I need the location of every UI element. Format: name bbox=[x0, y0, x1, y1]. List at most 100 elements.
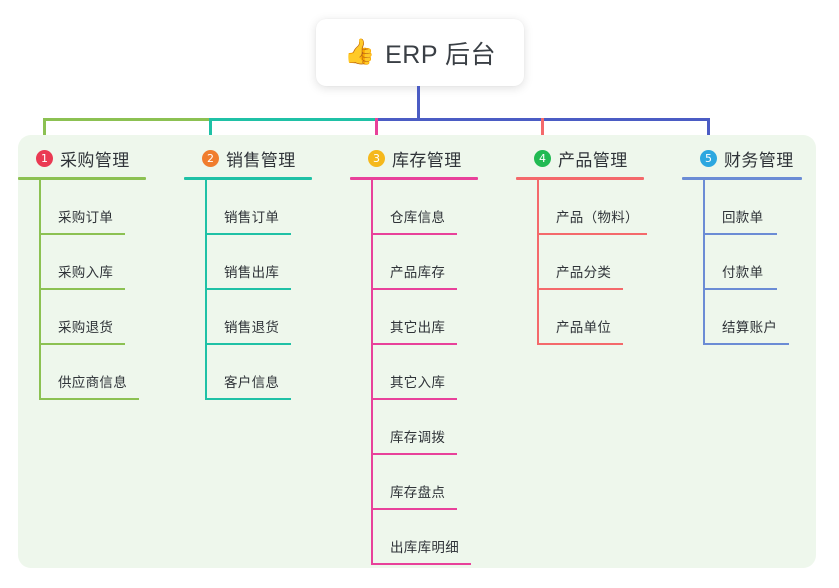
sub-item-label: 产品分类 bbox=[556, 265, 612, 280]
sub-item-underline bbox=[371, 233, 457, 235]
branch-header-2[interactable]: 2 销售管理 bbox=[184, 145, 312, 171]
sub-item[interactable]: 销售退货 bbox=[184, 290, 312, 345]
branch-title-4: 产品管理 bbox=[558, 150, 628, 170]
sub-item-label: 库存盘点 bbox=[390, 485, 446, 500]
sub-item[interactable]: 回款单 bbox=[682, 180, 802, 235]
sub-item-label: 产品单位 bbox=[556, 320, 612, 335]
sub-item-label: 库存调拨 bbox=[390, 430, 446, 445]
sub-item-label: 客户信息 bbox=[224, 375, 280, 390]
sub-item[interactable]: 销售出库 bbox=[184, 235, 312, 290]
sub-item-underline bbox=[371, 563, 471, 565]
branch-header-1[interactable]: 1 采购管理 bbox=[18, 145, 146, 171]
sub-item-list-3: 仓库信息产品库存其它出库其它入库库存调拨库存盘点出库库明细 bbox=[350, 180, 478, 565]
sub-item-label: 销售订单 bbox=[224, 210, 280, 225]
bus-segment-1 bbox=[43, 118, 211, 121]
branch-column-1[interactable]: 1 采购管理采购订单采购入库采购退货供应商信息 bbox=[18, 145, 146, 400]
branch-badge-5: 5 bbox=[700, 149, 717, 167]
branch-badge-3: 3 bbox=[368, 149, 385, 167]
sub-item[interactable]: 付款单 bbox=[682, 235, 802, 290]
sub-item-underline bbox=[39, 288, 125, 290]
root-node[interactable]: 👍 ERP 后台 bbox=[316, 19, 524, 86]
branch-title-2: 销售管理 bbox=[226, 150, 296, 170]
branch-column-2[interactable]: 2 销售管理销售订单销售出库销售退货客户信息 bbox=[184, 145, 312, 400]
branch-header-4[interactable]: 4 产品管理 bbox=[516, 145, 644, 171]
sub-item-label: 产品（物料） bbox=[556, 210, 639, 225]
branch-underline-5 bbox=[682, 177, 802, 180]
sub-item-label: 产品库存 bbox=[390, 265, 446, 280]
sub-item[interactable]: 库存调拨 bbox=[350, 400, 478, 455]
trunk-connector bbox=[417, 86, 420, 121]
branch-column-5[interactable]: 5 财务管理回款单付款单结算账户 bbox=[682, 145, 802, 345]
sub-item[interactable]: 产品（物料） bbox=[516, 180, 647, 235]
sub-item-underline bbox=[39, 343, 125, 345]
bus-segment-2 bbox=[209, 118, 377, 121]
sub-item-label: 采购退货 bbox=[58, 320, 114, 335]
sub-item-underline bbox=[205, 398, 291, 400]
branch-badge-2: 2 bbox=[202, 149, 219, 167]
sub-item-underline bbox=[371, 453, 457, 455]
sub-item-underline bbox=[371, 398, 457, 400]
branch-title-1: 采购管理 bbox=[60, 150, 130, 170]
sub-item[interactable]: 仓库信息 bbox=[350, 180, 478, 235]
sub-item-underline bbox=[537, 343, 623, 345]
sub-item-list-1: 采购订单采购入库采购退货供应商信息 bbox=[18, 180, 146, 400]
sub-item-underline bbox=[703, 343, 789, 345]
sub-item-label: 仓库信息 bbox=[390, 210, 446, 225]
sub-item-underline bbox=[703, 288, 777, 290]
sub-item-list-4: 产品（物料） 产品分类产品单位 bbox=[516, 180, 647, 345]
sub-item-label: 销售出库 bbox=[224, 265, 280, 280]
sub-item-underline bbox=[371, 288, 457, 290]
sub-item-underline bbox=[39, 233, 125, 235]
sub-item-label: 回款单 bbox=[722, 210, 764, 225]
sub-item-underline bbox=[537, 233, 647, 235]
sub-item-underline bbox=[39, 398, 139, 400]
sub-item-label: 销售退货 bbox=[224, 320, 280, 335]
root-title: ERP 后台 bbox=[385, 40, 497, 69]
sub-item-label: 采购入库 bbox=[58, 265, 114, 280]
sub-item-underline bbox=[371, 343, 457, 345]
branch-title-3: 库存管理 bbox=[392, 150, 462, 170]
branch-underline-1 bbox=[18, 177, 146, 180]
branch-spine-1 bbox=[39, 180, 41, 400]
branch-header-5[interactable]: 5 财务管理 bbox=[682, 145, 802, 171]
branch-column-4[interactable]: 4 产品管理产品（物料） 产品分类产品单位 bbox=[516, 145, 647, 345]
sub-item[interactable]: 产品库存 bbox=[350, 235, 478, 290]
sub-item-underline bbox=[205, 233, 291, 235]
sub-item[interactable]: 结算账户 bbox=[682, 290, 802, 345]
sub-item-underline bbox=[537, 288, 623, 290]
branch-header-3[interactable]: 3 库存管理 bbox=[350, 145, 478, 171]
sub-item-label: 其它出库 bbox=[390, 320, 446, 335]
sub-item-label: 出库库明细 bbox=[390, 540, 459, 555]
branches-panel bbox=[18, 135, 816, 568]
sub-item-list-2: 销售订单销售出库销售退货客户信息 bbox=[184, 180, 312, 400]
branch-underline-4 bbox=[516, 177, 644, 180]
sub-item-label: 采购订单 bbox=[58, 210, 114, 225]
sub-item[interactable]: 采购入库 bbox=[18, 235, 146, 290]
branch-title-5: 财务管理 bbox=[724, 150, 794, 170]
sub-item[interactable]: 产品分类 bbox=[516, 235, 644, 290]
sub-item[interactable]: 采购订单 bbox=[18, 180, 146, 235]
branch-badge-4: 4 bbox=[534, 149, 551, 167]
sub-item[interactable]: 其它出库 bbox=[350, 290, 478, 345]
sub-item-underline bbox=[205, 343, 291, 345]
branch-column-3[interactable]: 3 库存管理仓库信息产品库存其它出库其它入库库存调拨库存盘点出库库明细 bbox=[350, 145, 478, 565]
branch-spine-4 bbox=[537, 180, 539, 345]
branch-underline-3 bbox=[350, 177, 478, 180]
sub-item[interactable]: 产品单位 bbox=[516, 290, 644, 345]
sub-item-label: 供应商信息 bbox=[58, 375, 127, 390]
sub-item[interactable]: 客户信息 bbox=[184, 345, 312, 400]
branch-badge-1: 1 bbox=[36, 149, 53, 167]
sub-item[interactable]: 其它入库 bbox=[350, 345, 478, 400]
sub-item[interactable]: 库存盘点 bbox=[350, 455, 478, 510]
sub-item-underline bbox=[703, 233, 777, 235]
sub-item[interactable]: 供应商信息 bbox=[18, 345, 146, 400]
sub-item[interactable]: 销售订单 bbox=[184, 180, 312, 235]
sub-item-label: 付款单 bbox=[722, 265, 764, 280]
sub-item[interactable]: 出库库明细 bbox=[350, 510, 478, 565]
sub-item-label: 其它入库 bbox=[390, 375, 446, 390]
sub-item-label: 结算账户 bbox=[722, 320, 778, 335]
sub-item[interactable]: 采购退货 bbox=[18, 290, 146, 345]
branch-spine-3 bbox=[371, 180, 373, 565]
branch-spine-5 bbox=[703, 180, 705, 345]
sub-item-underline bbox=[371, 508, 457, 510]
